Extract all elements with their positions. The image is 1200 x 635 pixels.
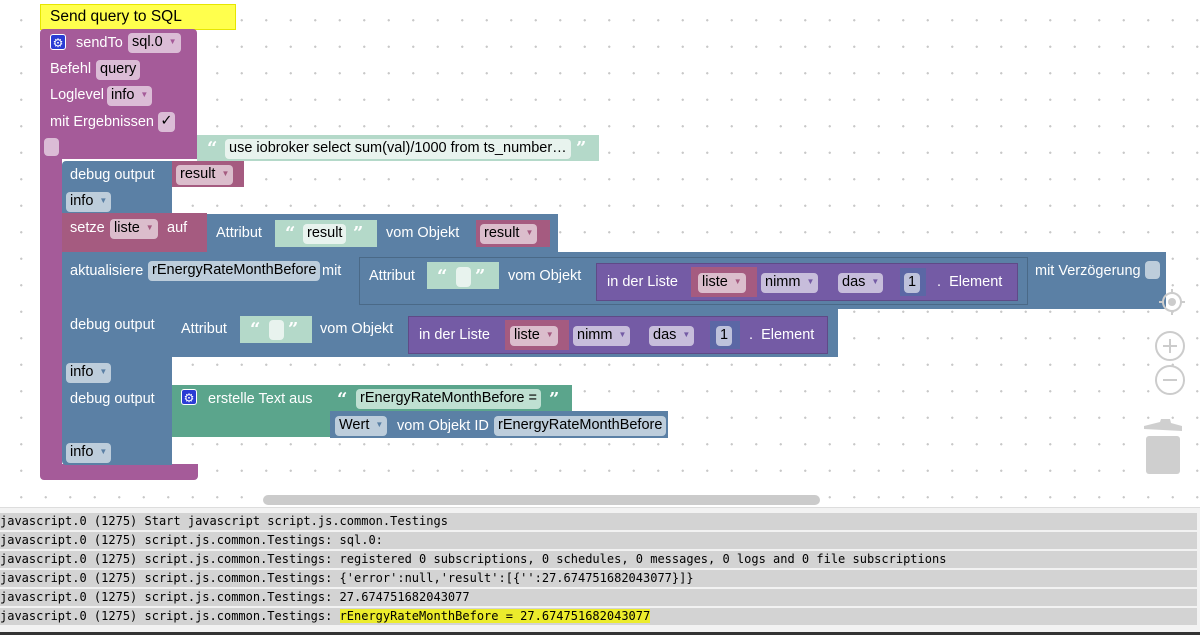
element-label: . Element <box>749 327 815 343</box>
set-variable-dropdown[interactable]: liste▼ <box>110 219 158 239</box>
of-object-label: vom Objekt <box>508 268 582 284</box>
text-join-block[interactable] <box>172 385 330 437</box>
log-line: javascript.0 (1275) script.js.common.Tes… <box>0 551 1197 568</box>
list-position-dropdown[interactable]: das▼ <box>649 326 695 346</box>
log-line: javascript.0 (1275) script.js.common.Tes… <box>0 608 1197 625</box>
attribute-label: Attribut <box>181 321 227 337</box>
text-literal-field[interactable]: rEnergyRateMonthBefore = <box>356 389 541 409</box>
with-results-checkbox[interactable]: ✓ <box>158 112 175 132</box>
quote-open-icon: “ <box>207 138 218 159</box>
zoom-out-icon[interactable] <box>1154 364 1186 396</box>
index-field[interactable]: 1 <box>716 326 733 346</box>
list-operation-dropdown[interactable]: nimm▼ <box>573 326 631 346</box>
quote-close-icon: ” <box>475 266 486 287</box>
sendto-block-bottom <box>40 464 198 480</box>
highlighted-result: rEnergyRateMonthBefore = 27.674751682043… <box>339 609 651 623</box>
quote-open-icon: “ <box>250 319 261 340</box>
blockly-workspace[interactable]: Send query to SQL adapter ⚙ sendTo sql.0… <box>0 0 1200 506</box>
delay-checkbox[interactable] <box>1145 261 1160 279</box>
block-comment[interactable]: Send query to SQL adapter <box>40 4 236 49</box>
log-line: javascript.0 (1275) script.js.common.Tes… <box>0 532 1197 549</box>
list-get-block[interactable] <box>408 316 828 354</box>
recenter-icon[interactable] <box>1157 287 1187 317</box>
update-label: aktualisiere <box>70 263 144 279</box>
debug-output-label: debug output <box>70 317 155 333</box>
loglevel-dropdown[interactable]: info▼ <box>107 86 153 106</box>
quote-close-icon: ” <box>288 319 299 340</box>
of-object-label: vom Objekt <box>320 321 394 337</box>
sendto-block-spine <box>40 150 62 472</box>
text-join-label: erstelle Text aus <box>208 391 313 407</box>
element-label: . Element <box>937 274 1003 290</box>
attribute-label: Attribut <box>216 225 262 241</box>
with-label: mit <box>322 263 342 279</box>
sendto-label: sendTo <box>76 35 123 51</box>
adapter-dropdown[interactable]: sql.0▼ <box>128 33 181 53</box>
gear-icon[interactable]: ⚙ <box>50 34 66 50</box>
log-line: javascript.0 (1275) script.js.common.Tes… <box>0 589 1197 606</box>
command-field[interactable]: query <box>96 60 141 80</box>
zoom-in-icon[interactable] <box>1154 330 1186 362</box>
object-id-field[interactable]: rEnergyRateMonthBefore <box>494 416 667 436</box>
object-id-field[interactable]: rEnergyRateMonthBefore <box>148 261 321 281</box>
variable-result-dropdown[interactable]: result▼ <box>176 165 234 185</box>
index-field[interactable]: 1 <box>904 273 921 293</box>
set-to-label: auf <box>167 220 188 236</box>
command-label: Befehl <box>50 61 92 77</box>
trash-icon[interactable] <box>1140 414 1184 476</box>
gear-icon[interactable]: ⚙ <box>181 389 197 405</box>
variable-liste-dropdown[interactable]: liste▼ <box>510 326 558 346</box>
attribute-text-field[interactable] <box>456 267 471 287</box>
with-results-label: mit Ergebnissen <box>50 114 154 130</box>
log-level-dropdown[interactable]: info▼ <box>66 443 112 463</box>
quote-open-icon: “ <box>337 389 348 410</box>
log-line: javascript.0 (1275) script.js.common.Tes… <box>0 570 1197 587</box>
delay-label: mit Verzögerung <box>1035 263 1141 279</box>
set-label: setze <box>70 220 105 236</box>
sql-query-field[interactable]: use iobroker select sum(val)/1000 from t… <box>225 139 571 159</box>
variable-result-dropdown[interactable]: result▼ <box>480 224 538 244</box>
quote-open-icon: “ <box>285 223 296 244</box>
log-panel: javascript.0 (1275) Start javascript scr… <box>0 507 1200 635</box>
of-object-label: vom Objekt <box>386 225 460 241</box>
attribute-text-field[interactable] <box>269 320 284 340</box>
quote-open-icon: “ <box>437 266 448 287</box>
value-field-dropdown[interactable]: Wert▼ <box>335 416 388 436</box>
element-label-text: Element <box>949 274 1003 290</box>
in-list-label: in der Liste <box>607 274 678 290</box>
of-object-id-label: vom Objekt ID <box>397 418 489 434</box>
log-level-dropdown[interactable]: info▼ <box>66 363 112 383</box>
variable-liste-dropdown[interactable]: liste▼ <box>698 273 746 293</box>
element-label-text: Element <box>761 327 815 343</box>
debug-output-label: debug output <box>70 391 155 407</box>
list-position-dropdown[interactable]: das▼ <box>838 273 884 293</box>
list-operation-dropdown[interactable]: nimm▼ <box>761 273 819 293</box>
quote-close-icon: ” <box>353 223 364 244</box>
quote-close-icon: ” <box>549 389 560 410</box>
quote-close-icon: ” <box>576 138 587 159</box>
log-line: javascript.0 (1275) Start javascript scr… <box>0 513 1197 530</box>
message-input-slot[interactable] <box>44 138 59 156</box>
debug-output-label: debug output <box>70 167 155 183</box>
attribute-label: Attribut <box>369 268 415 284</box>
log-level-dropdown[interactable]: info▼ <box>66 192 112 212</box>
attribute-text-field[interactable]: result <box>303 224 347 244</box>
in-list-label: in der Liste <box>419 327 490 343</box>
horizontal-scrollbar[interactable] <box>263 495 820 505</box>
loglevel-label: Loglevel <box>50 87 105 103</box>
